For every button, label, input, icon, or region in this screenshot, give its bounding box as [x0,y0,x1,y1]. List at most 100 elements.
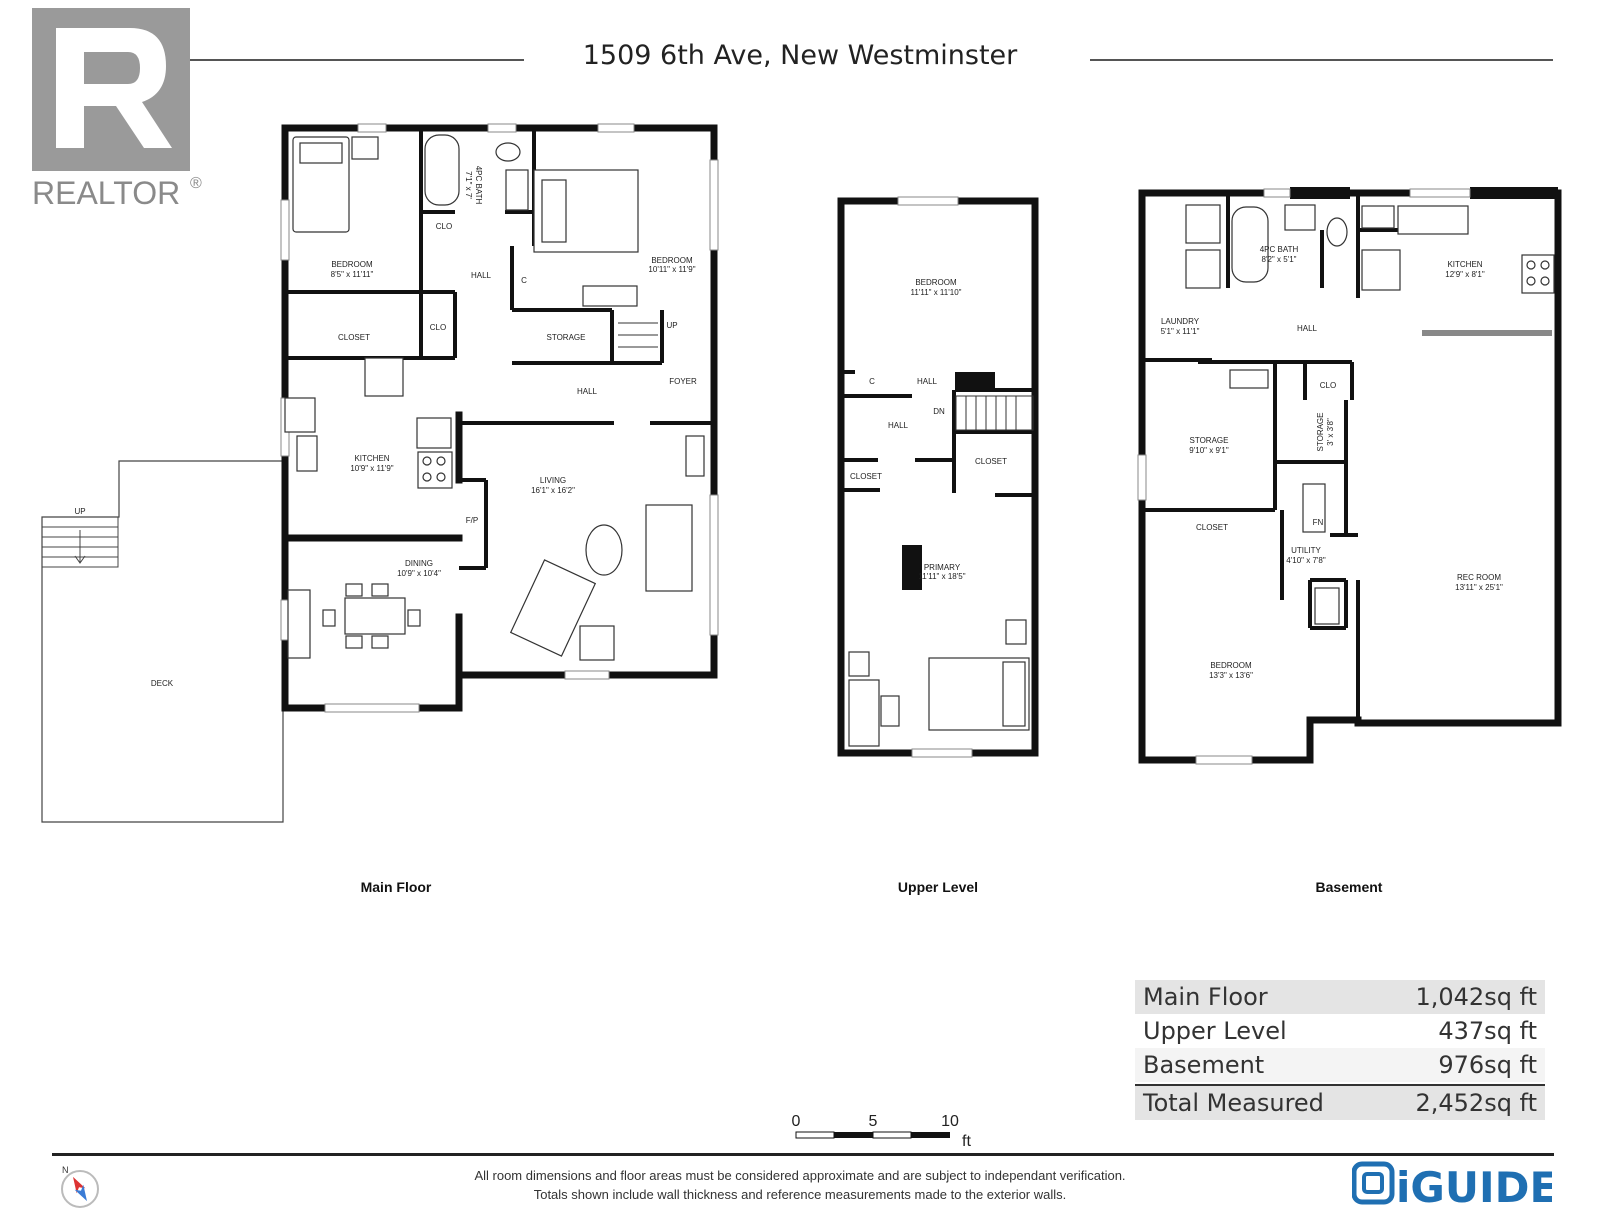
room-dim-bedroom-main-1: 8'5" x 11'11" [331,270,374,279]
realtor-logo: REALTOR ® [32,8,207,213]
room-label-clo-main-1: CLO [436,222,452,231]
room-label-hall-basement: HALL [1297,324,1318,333]
room-label-bath-main: 4PC BATH [474,166,483,205]
deck-stairs [41,516,119,568]
floor-label-basement: Basement [1316,879,1383,895]
total-value: 2,452sq ft [1415,1089,1537,1117]
basement-wall-block-2 [1470,187,1558,199]
room-label-closet-basement: CLOSET [1196,523,1228,532]
basement-fixtures [1185,204,1555,625]
room-label-fireplace: F/P [466,516,478,525]
room-label-laundry: LAUNDRY [1161,317,1200,326]
upper-windows [897,196,973,758]
upper-level-interior-walls [841,370,1035,497]
area-value: 1,042sq ft [1415,983,1537,1011]
area-label: Upper Level [1143,1017,1287,1045]
basement-wall-block-1 [1290,187,1350,199]
room-label-up-main: UP [666,321,677,330]
upper-chimney [955,372,995,392]
upper-level-plan: BEDROOM 11'11" x 11'10" C HALL HALL DN C… [837,196,1039,895]
upper-chimney-2 [902,545,922,590]
iguide-wordmark: iGUIDE [1396,1163,1552,1208]
room-label-kitchen-basement: KITCHEN [1447,260,1482,269]
total-label: Total Measured [1143,1089,1324,1117]
room-dim-kitchen-basement: 12'9" x 8'1" [1445,270,1485,279]
room-label-closet-upper-2: CLOSET [975,457,1007,466]
room-label-living: LIVING [540,476,566,485]
basement-interior-walls [1142,193,1406,720]
room-label-closet-upper-1: CLOSET [850,472,882,481]
room-dim-kitchen-main: 10'9" x 11'9" [350,464,393,473]
room-label-storage-basement-2: STORAGE [1316,413,1325,452]
basement-plan: 4PC BATH 8'2" x 5'1" KITCHEN 12'9" x 8'1… [1137,187,1562,895]
room-dim-rec-room: 13'11" x 25'1" [1455,583,1503,592]
room-dim-bath-main: 7'1" x 7' [464,171,473,199]
room-label-bedroom-upper: BEDROOM [915,278,957,287]
scale-tick-5: 5 [869,1113,878,1130]
room-label-bath-basement: 4PC BATH [1260,245,1299,254]
room-dim-dining: 10'9" x 10'4" [397,569,441,578]
room-dim-bedroom-upper: 11'11" x 11'10" [911,288,962,297]
room-label-rec-room: REC ROOM [1457,573,1501,582]
room-label-clo-basement: CLO [1320,381,1336,390]
room-label-furnace: FN [1313,518,1324,527]
floor-label-main: Main Floor [361,879,432,895]
area-value: 976sq ft [1438,1051,1537,1079]
compass-north-label: N [62,1165,69,1175]
room-dim-storage-basement-2: 3' x 3'8" [1326,418,1335,446]
area-summary-table: Main Floor 1,042sq ft Upper Level 437sq … [1135,980,1545,1120]
upper-stairs [955,395,1034,431]
room-label-storage-main: STORAGE [547,333,586,342]
room-label-hall-main-2: HALL [577,387,598,396]
room-label-hall-upper-1: HALL [917,377,938,386]
room-dim-utility: 4'10" x 7'8" [1286,556,1326,565]
room-label-bedroom-main-1: BEDROOM [331,260,373,269]
main-floor-fixtures [284,134,705,661]
disclaimer-line-1: All room dimensions and floor areas must… [474,1168,1126,1183]
basement-counter [1422,330,1552,336]
scale-tick-10: 10 [941,1113,959,1130]
registered-mark: ® [190,175,202,192]
room-dim-laundry: 5'1" x 11'1" [1161,327,1200,336]
room-label-dining: DINING [405,559,433,568]
footer-rule [52,1153,1554,1156]
upper-fixtures [848,619,1030,747]
room-dim-bath-basement: 8'2" x 5'1" [1262,255,1297,264]
room-label-hall-upper-2: HALL [888,421,909,430]
scale-tick-0: 0 [792,1113,801,1130]
room-label-bedroom-main-2: BEDROOM [651,256,693,265]
room-label-storage-basement-1: STORAGE [1190,436,1229,445]
disclaimer-line-2: Totals shown include wall thickness and … [533,1187,1067,1202]
main-floor-walls [281,124,718,712]
page-title: 1509 6th Ave, New Westminster [582,40,1018,71]
room-dim-living: 16'1" x 16'2" [531,486,575,495]
area-row-upper: Upper Level 437sq ft [1135,1014,1545,1048]
room-label-deck: DECK [151,679,174,688]
area-value: 437sq ft [1438,1017,1537,1045]
room-dim-bedroom-basement: 13'3" x 13'6" [1209,671,1253,680]
room-dim-bedroom-main-2: 10'11" x 11'9" [648,265,695,274]
realtor-wordmark: REALTOR [32,175,180,208]
area-row-basement: Basement 976sq ft [1135,1048,1545,1082]
title-rule-right [1090,59,1553,61]
room-label-c-upper: C [869,377,875,386]
room-label-clo-main-2: CLO [430,323,446,332]
title-rule-left [62,59,524,61]
area-row-total: Total Measured 2,452sq ft [1135,1084,1545,1120]
floor-label-upper: Upper Level [898,879,978,895]
area-label: Basement [1143,1051,1265,1079]
room-label-primary: PRIMARY [924,563,961,572]
room-label-utility: UTILITY [1291,546,1321,555]
room-label-dn-upper: DN [933,407,945,416]
area-label: Main Floor [1143,983,1268,1011]
room-dim-storage-basement-1: 9'10" x 9'1" [1189,446,1229,455]
main-floor-stairs [618,322,658,348]
realtor-r-icon [56,28,172,148]
scale-bar: 0 5 10 ft [792,1113,972,1150]
room-dim-primary: 11'11" x 18'5" [918,572,965,581]
area-row-main: Main Floor 1,042sq ft [1135,980,1545,1014]
iguide-logo: iGUIDE [1351,1160,1558,1213]
room-label-kitchen-main: KITCHEN [354,454,389,463]
